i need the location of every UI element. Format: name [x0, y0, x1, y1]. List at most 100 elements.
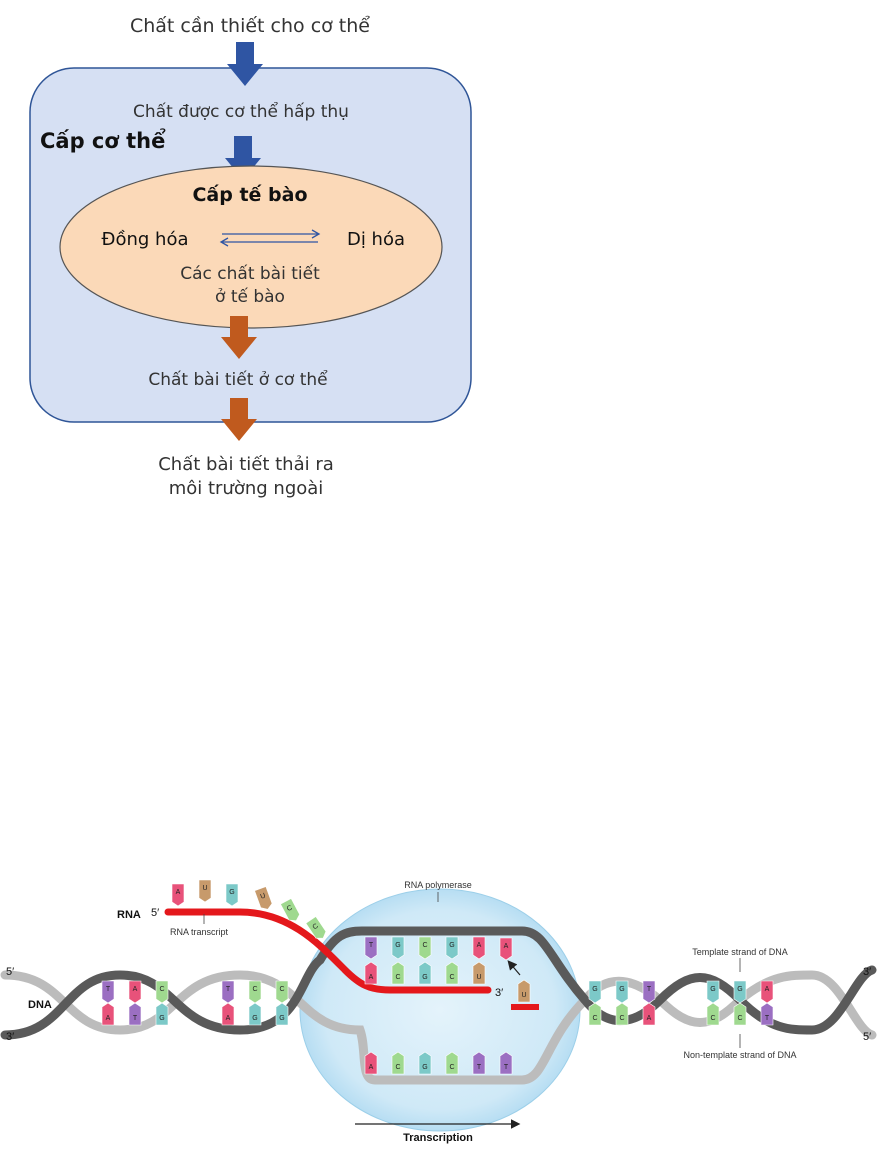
svg-text:A: A	[477, 942, 482, 949]
svg-text:T: T	[765, 1015, 770, 1022]
svg-text:A: A	[106, 1015, 111, 1022]
svg-text:C: C	[286, 905, 294, 914]
svg-text:C: C	[619, 1015, 624, 1022]
nucleotide-C: C	[280, 898, 300, 922]
nucleotide-C: C	[588, 1002, 602, 1026]
nucleotide-T: T	[499, 1051, 513, 1075]
svg-text:G: G	[159, 1015, 164, 1022]
output-arrow-1	[221, 316, 257, 359]
svg-text:G: G	[737, 986, 742, 993]
nucleotide-C: C	[391, 1051, 405, 1075]
svg-text:C: C	[737, 1015, 742, 1022]
svg-text:T: T	[647, 986, 652, 993]
svg-text:A: A	[647, 1015, 652, 1022]
nucleotide-C: C	[445, 1051, 459, 1075]
svg-text:G: G	[449, 942, 454, 949]
svg-text:U: U	[260, 892, 267, 900]
svg-text:C: C	[279, 986, 284, 993]
svg-text:T: T	[106, 986, 111, 993]
cell-level-ellipse	[59, 165, 443, 329]
excreted-line2: môi trường ngoài	[169, 478, 324, 499]
svg-text:C: C	[710, 1015, 715, 1022]
svg-text:A: A	[176, 889, 181, 896]
svg-text:T: T	[226, 986, 231, 993]
nucleotide-T: T	[221, 980, 235, 1004]
svg-text:G: G	[229, 889, 234, 896]
nucleotide-C: C	[418, 936, 432, 960]
svg-text:U: U	[521, 992, 526, 999]
nucleotide-A: A	[472, 936, 486, 960]
cell-waste-line2: ở tế bào	[215, 286, 285, 307]
svg-text:G: G	[422, 1064, 427, 1071]
dna-right-3prime: 3′	[863, 966, 871, 978]
nucleotide-A: A	[101, 1002, 115, 1026]
transcription-label: Transcription	[403, 1132, 473, 1144]
nucleotide-C: C	[445, 961, 459, 985]
nucleotide-G: G	[418, 961, 432, 985]
body-level-label: Cấp cơ thể	[40, 128, 166, 153]
cell-level-label: Cấp tế bào	[192, 183, 307, 206]
svg-text:T: T	[369, 942, 374, 949]
svg-text:C: C	[252, 986, 257, 993]
nucleotide-C: C	[155, 980, 169, 1004]
svg-text:C: C	[395, 974, 400, 981]
svg-text:C: C	[395, 1064, 400, 1071]
svg-text:C: C	[449, 974, 454, 981]
body-waste-label: Chất bài tiết ở cơ thể	[148, 369, 328, 390]
nucleotide-C: C	[706, 1002, 720, 1026]
nucleotide-G: G	[418, 1051, 432, 1075]
svg-text:A: A	[369, 1064, 374, 1071]
svg-text:C: C	[592, 1015, 597, 1022]
svg-text:G: G	[279, 1015, 284, 1022]
rna-5prime-label: 5′	[151, 907, 159, 919]
incoming-arrow	[507, 960, 521, 976]
rna-transcript-strand	[164, 908, 492, 994]
cell-waste-line1: Các chất bài tiết	[180, 263, 320, 284]
nucleotide-T: T	[760, 1002, 774, 1026]
svg-text:C: C	[312, 923, 320, 932]
nucleotide-T: T	[364, 936, 378, 960]
nucleotide-U: U	[254, 886, 273, 910]
svg-text:G: G	[422, 974, 427, 981]
svg-text:A: A	[765, 986, 770, 993]
rna-transcript-label: RNA transcript	[170, 927, 229, 937]
nucleotide-T: T	[472, 1051, 486, 1075]
nucleotide-C: C	[391, 961, 405, 985]
svg-text:A: A	[369, 974, 374, 981]
svg-text:U: U	[476, 974, 481, 981]
svg-text:G: G	[710, 986, 715, 993]
rna-3prime-label: 3′	[495, 987, 503, 999]
svg-text:A: A	[133, 986, 138, 993]
output-arrow-2	[221, 398, 257, 441]
svg-text:T: T	[477, 1064, 482, 1071]
nucleotide-C: C	[305, 916, 327, 939]
svg-text:C: C	[449, 1064, 454, 1071]
nucleotide-G: G	[733, 980, 747, 1004]
svg-text:G: G	[252, 1015, 257, 1022]
excreted-line1: Chất bài tiết thải ra	[158, 454, 334, 475]
nucleotide-G: G	[588, 980, 602, 1004]
rna-label: RNA	[117, 909, 141, 921]
nucleotide-C: C	[615, 1002, 629, 1026]
svg-text:T: T	[133, 1015, 138, 1022]
incoming-nucleotide-bar	[511, 1004, 539, 1010]
nucleotide-A: A	[499, 937, 513, 961]
svg-text:G: G	[619, 986, 624, 993]
svg-text:T: T	[504, 1064, 509, 1071]
nucleotide-A: A	[364, 961, 378, 985]
dna-left-3prime: 3′	[6, 1031, 14, 1043]
nucleotide-C: C	[733, 1002, 747, 1026]
nucleotide-C: C	[248, 980, 262, 1004]
svg-text:A: A	[226, 1015, 231, 1022]
nucleotide-U: U	[472, 961, 486, 985]
svg-text:C: C	[422, 942, 427, 949]
non-template-strand-label: Non-template strand of DNA	[683, 1050, 796, 1060]
dna-right-5prime: 5′	[863, 1031, 871, 1043]
svg-text:G: G	[592, 986, 597, 993]
template-strand-label: Template strand of DNA	[692, 947, 788, 957]
dna-label: DNA	[28, 999, 52, 1011]
nucleotide-G: G	[445, 936, 459, 960]
rna-polymerase-label: RNA polymerase	[404, 880, 472, 890]
nucleotide-G: G	[391, 936, 405, 960]
